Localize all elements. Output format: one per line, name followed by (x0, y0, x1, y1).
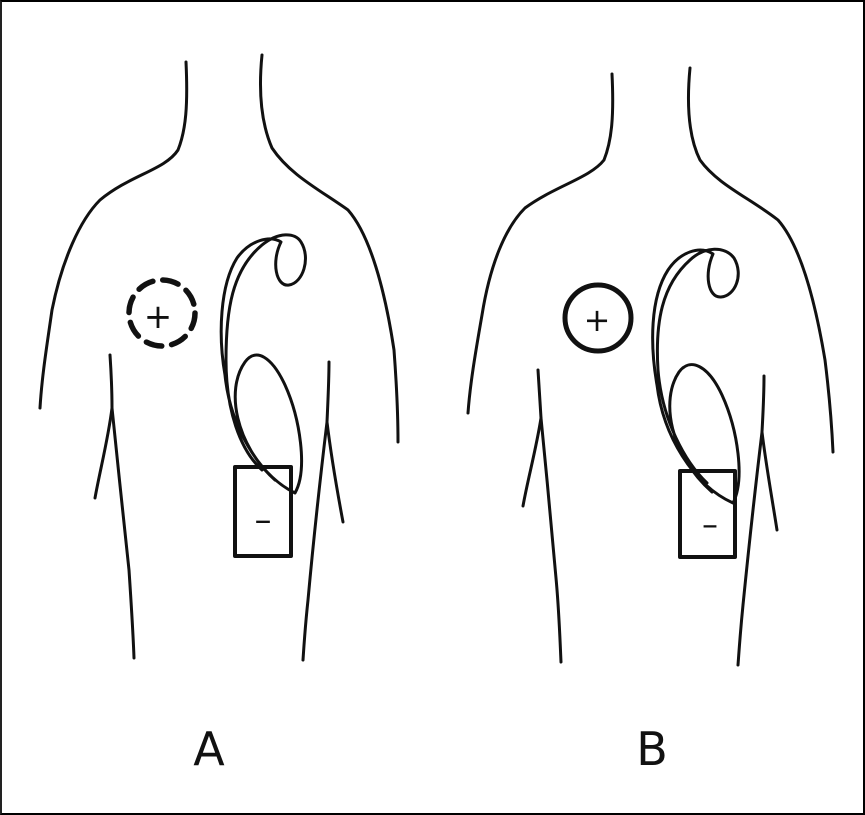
panel-a-left-torso-line (112, 408, 134, 658)
panel-b-left-torso-line (541, 418, 561, 662)
panel-b (468, 68, 833, 665)
panel-b-right-arm-line (762, 376, 777, 530)
panel-a (40, 55, 398, 660)
panel-a-neck-left (40, 62, 187, 408)
panel-b-label: B (636, 722, 668, 776)
panel-a-left-arm-line (95, 355, 112, 498)
panel-a-right-torso-line (303, 422, 327, 660)
panel-b-can-sign: – (702, 505, 718, 543)
panel-b-anode-sign: + (584, 301, 611, 339)
panel-a-can-sign: – (255, 500, 272, 540)
panel-b-neck-left (468, 74, 613, 413)
panel-b-left-arm-line (523, 370, 541, 506)
panel-a-label: A (193, 722, 225, 776)
panel-b-right-torso-line (738, 432, 762, 665)
panel-b-lead-wire (653, 249, 739, 503)
panel-a-right-arm-line (327, 362, 343, 522)
panel-a-lead-wire (221, 235, 305, 493)
panel-a-anode-sign: + (144, 297, 173, 337)
